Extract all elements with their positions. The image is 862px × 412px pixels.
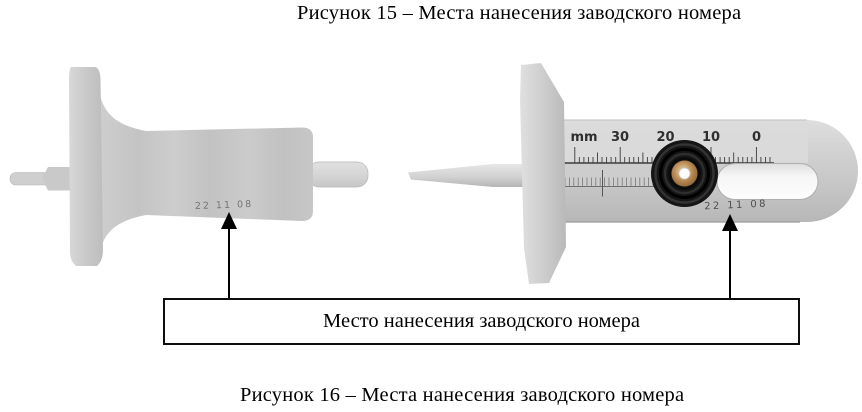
knob-center-hole	[678, 167, 691, 180]
gauge-right-silhouette: mm 30 20 10 0 22 11 08	[408, 63, 858, 284]
gauge-right-base-plate	[520, 63, 566, 284]
gauge-left-body	[99, 90, 313, 256]
knob-groove-4	[668, 157, 701, 190]
slider-bar	[556, 163, 653, 187]
serial-number-marking-right: 22 11 08	[704, 199, 768, 213]
depth-gauge-front-view: mm 30 20 10 0 22 11 08	[408, 63, 858, 284]
serial-location-arrow-left	[221, 212, 237, 299]
scale-label-30: 30	[611, 130, 629, 145]
thumb-screw-knob	[651, 140, 718, 207]
scale-unit-label: mm	[570, 130, 597, 145]
gauge-left-slider-rod	[307, 161, 369, 188]
knob-groove-3	[663, 152, 706, 195]
arrow-line	[728, 231, 732, 299]
depth-gauge-side-view: 22 11 08	[9, 67, 369, 266]
arrow-up-icon	[722, 214, 738, 231]
scale-label-20: 20	[656, 130, 674, 145]
slider-slot	[716, 163, 819, 200]
knob-groove-1	[654, 143, 715, 204]
gauge-left-silhouette: 22 11 08	[9, 67, 369, 266]
serial-number-marking-left: 22 11 08	[195, 199, 254, 212]
serial-location-arrow-right	[722, 214, 738, 299]
arrow-up-icon	[221, 212, 237, 229]
figure16-caption: Рисунок 16 – Места нанесения заводского …	[240, 384, 685, 406]
serial-number-label-box: Место нанесения заводского номера	[163, 298, 800, 345]
arrow-line	[227, 229, 231, 299]
scale-label-10: 10	[702, 130, 720, 145]
gauge-right-probe	[408, 164, 524, 187]
vernier-tick-marks	[564, 177, 654, 187]
scale-label-0: 0	[752, 130, 761, 145]
knob-groove-2	[659, 148, 710, 199]
figure15-caption: Рисунок 15 – Места нанесения заводского …	[297, 2, 742, 24]
gauge-left-base-plate	[69, 67, 103, 266]
serial-number-label-text: Место нанесения заводского номера	[323, 310, 640, 332]
gauge-left-probe-collar	[42, 167, 70, 191]
